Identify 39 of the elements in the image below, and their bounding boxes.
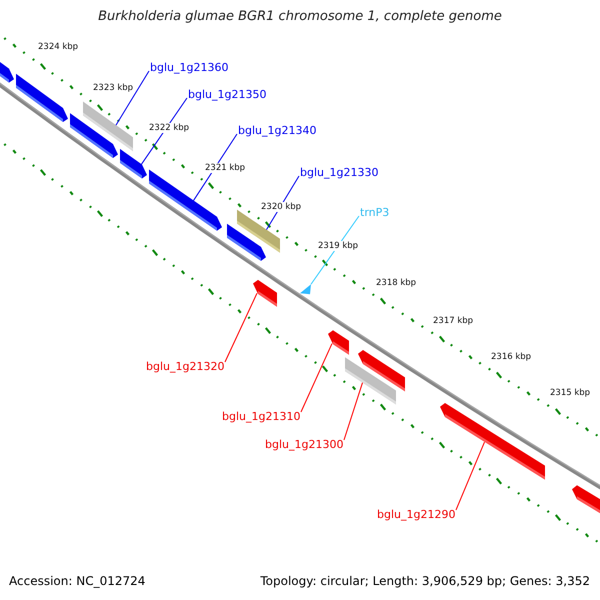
leader-line xyxy=(116,70,150,126)
gene-feature xyxy=(572,485,600,514)
gene-feature xyxy=(440,403,545,480)
gene-feature xyxy=(70,113,118,158)
leader-line xyxy=(456,442,485,510)
scale-label: 2318 kbp xyxy=(376,278,416,288)
scale-label: 2317 kbp xyxy=(433,316,474,326)
trna-marker xyxy=(300,284,311,294)
gene-feature xyxy=(227,224,266,261)
footer-text: Topology: circular; Length: 3,906,529 bp; Genes: 3,352 xyxy=(260,574,590,588)
gene-label: trnP3 xyxy=(360,206,390,219)
gene-label: bglu_1g21300 xyxy=(265,438,344,451)
scale-label: 2322 kbp xyxy=(149,123,190,133)
gene-feature xyxy=(253,280,277,307)
scale-label: 2316 kbp xyxy=(491,352,532,362)
leader-line xyxy=(344,382,363,440)
gene-feature xyxy=(120,148,147,178)
gene-feature xyxy=(328,330,349,355)
scale-label: 2324 kbp xyxy=(38,42,78,52)
leader-line xyxy=(224,292,258,362)
scale-label: 2320 kbp xyxy=(261,202,302,212)
gene-feature xyxy=(0,62,14,83)
gene-label: bglu_1g21290 xyxy=(377,508,456,521)
gene-label: bglu_1g21350 xyxy=(188,88,266,101)
title: Burkholderia glumae BGR1 chromosome 1, complete genome xyxy=(97,9,503,24)
gene-label: bglu_1g21310 xyxy=(222,410,300,423)
gene-label: bglu_1g21340 xyxy=(238,124,316,137)
scale-label: 2321 kbp xyxy=(205,163,246,173)
gene-feature xyxy=(149,170,222,231)
gene-feature xyxy=(16,74,68,122)
leader-line xyxy=(300,343,332,412)
gene-label: bglu_1g21330 xyxy=(300,166,378,179)
footer-text: Accession: NC_012724 xyxy=(9,574,146,588)
gene-feature xyxy=(358,350,405,392)
gene-label: bglu_1g21360 xyxy=(150,61,228,74)
gene-label: bglu_1g21320 xyxy=(146,360,224,373)
scale-label: 2323 kbp xyxy=(93,83,134,93)
scale-label: 2319 kbp xyxy=(318,241,358,251)
scale-label: 2315 kbp xyxy=(550,388,590,398)
